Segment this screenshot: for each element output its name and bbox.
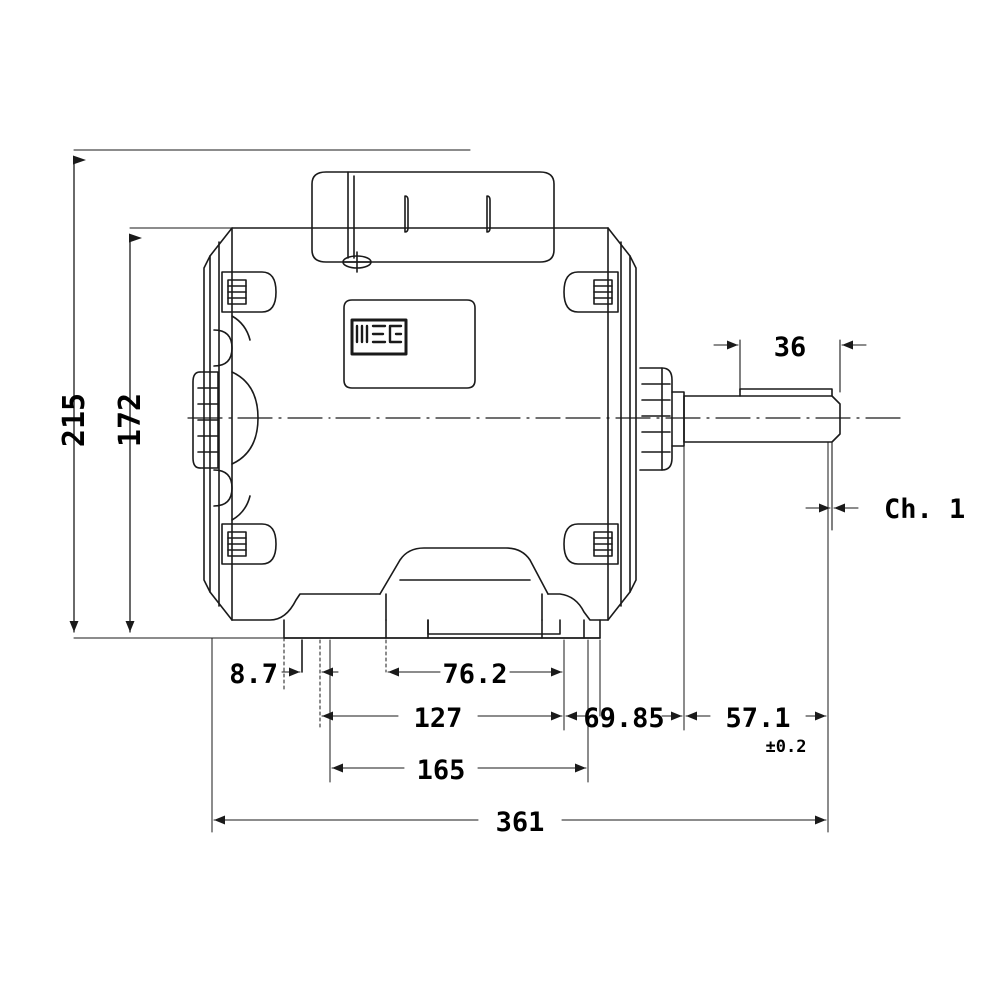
dimension-chamfer (805, 441, 859, 531)
dimension-label-8-7: 8.7 (229, 659, 278, 690)
dimension-36 (713, 339, 867, 393)
left-end-bell-detail (192, 271, 277, 565)
dimension-label-69-85: 69.85 (583, 703, 664, 734)
dimension-label-361: 361 (496, 807, 545, 838)
dimension-label-chamfer: Ch. 1 (884, 494, 965, 525)
dimension-172 (125, 227, 285, 639)
right-end-bell-detail (563, 271, 685, 565)
dimension-label-172: 172 (113, 393, 148, 447)
dimension-tolerance-57-1: ±0.2 (766, 737, 807, 757)
motor-base-feet (231, 547, 609, 639)
motor-frame-outline (203, 227, 637, 621)
dimension-label-127: 127 (414, 703, 463, 734)
dimension-label-36: 36 (774, 332, 807, 363)
dimension-label-76-2: 76.2 (442, 659, 507, 690)
motor-shaft (683, 388, 841, 443)
dimension-label-57-1: 57.1 (725, 703, 790, 734)
nameplate (343, 299, 476, 389)
weg-logo-icon (350, 318, 408, 356)
bottom-extension-lines (211, 441, 829, 833)
dimension-label-215: 215 (57, 393, 92, 447)
dimension-label-165: 165 (417, 755, 466, 786)
terminal-box (311, 171, 555, 273)
